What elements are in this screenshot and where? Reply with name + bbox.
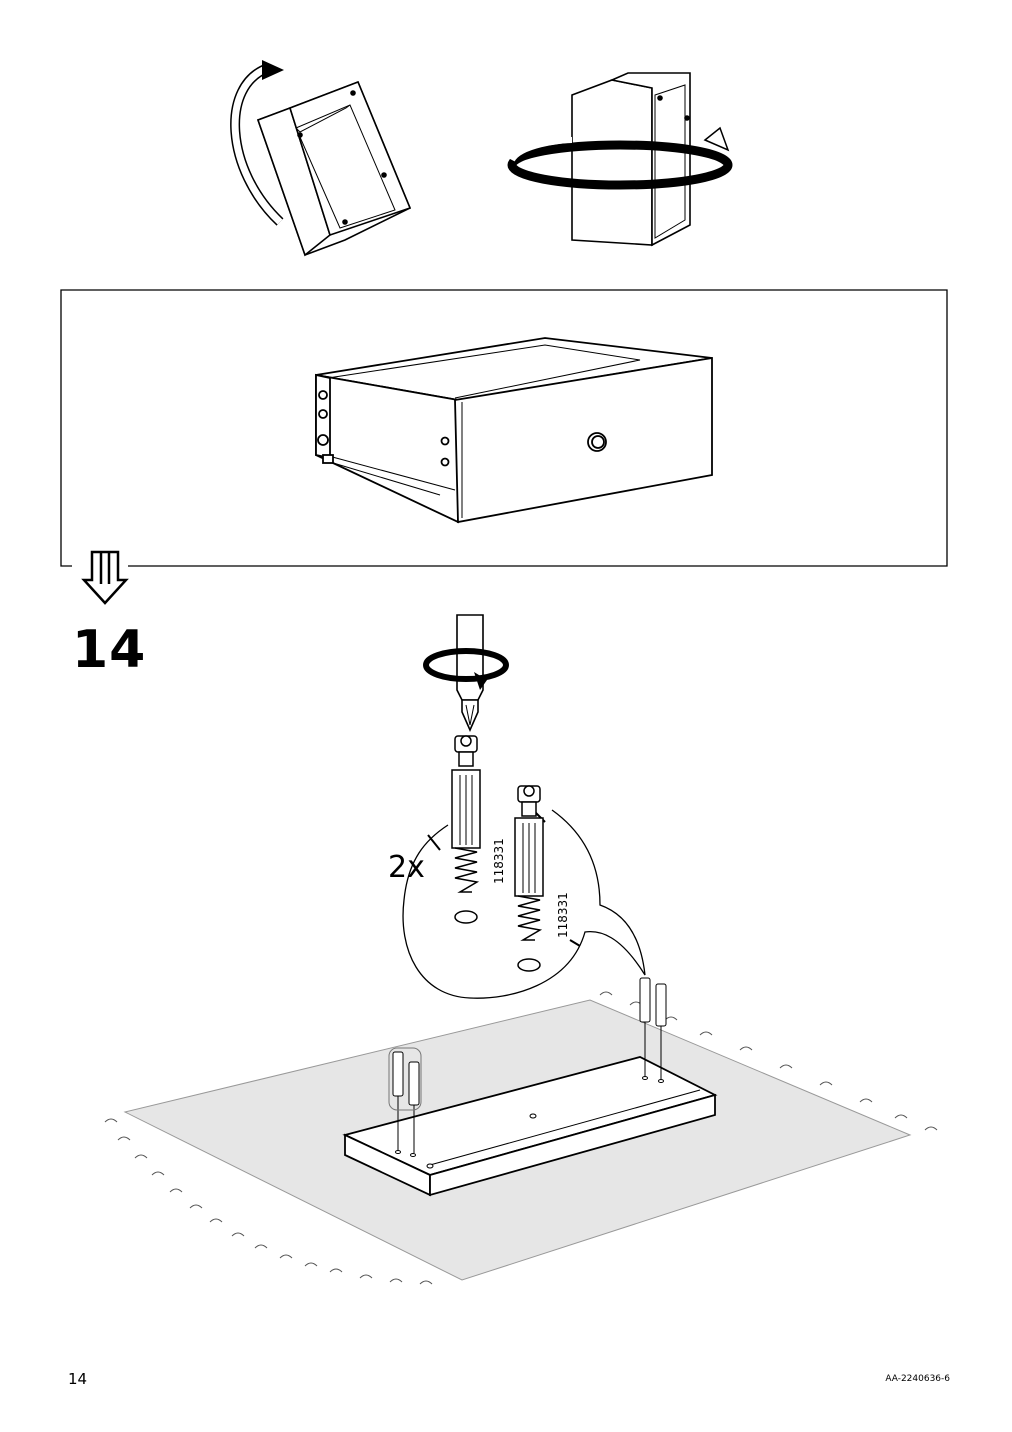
rotate-arrow-icon — [507, 126, 733, 190]
rotated-cabinet-diagram — [571, 72, 691, 247]
step-number: 14 — [72, 620, 147, 680]
cam-dowel-2 — [514, 785, 544, 972]
part-number-label: 118331 — [492, 838, 506, 884]
quantity-label: 2x — [388, 850, 425, 885]
screwdriver-icon — [456, 614, 484, 732]
drawer-frame — [60, 289, 948, 567]
flipped-cabinet-diagram — [256, 80, 412, 257]
part-number-label: 118331 — [556, 892, 570, 938]
rotate-arrow-icon — [230, 60, 284, 226]
down-arrow-icon — [81, 550, 129, 605]
bottom-panel — [342, 1056, 718, 1197]
rotate-arrow-icon — [423, 648, 509, 690]
document-code: AA-2240636-6 — [885, 1374, 950, 1384]
rug-fringe — [104, 991, 938, 1285]
dowel-placement-lines — [388, 977, 667, 1153]
drawer-diagram — [315, 337, 713, 524]
cam-dowel-1 — [451, 735, 481, 924]
page-number: 14 — [68, 1370, 88, 1388]
